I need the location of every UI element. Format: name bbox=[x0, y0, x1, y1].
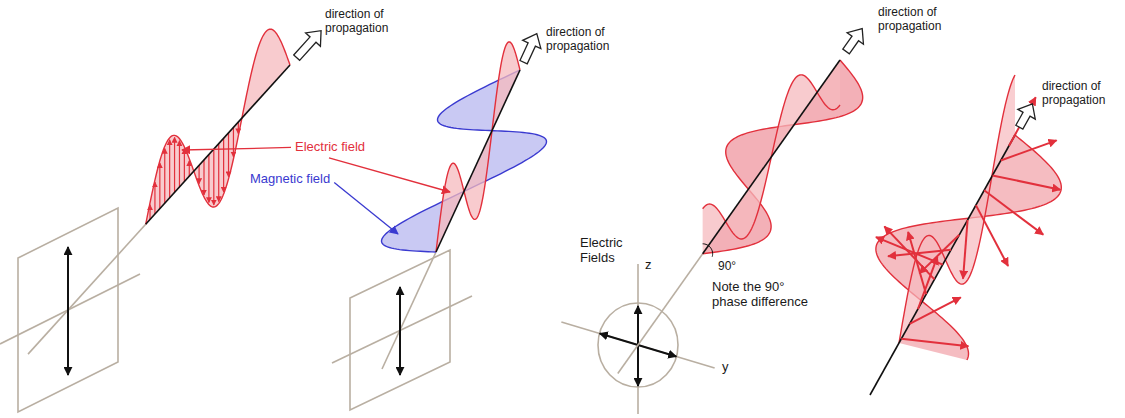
polarization-arrow bbox=[399, 287, 401, 375]
polarization-arrow bbox=[67, 247, 69, 375]
field-vector bbox=[228, 133, 229, 177]
field-vector bbox=[159, 163, 160, 209]
propagation-label: direction of propagation bbox=[1042, 80, 1122, 108]
frame-axis bbox=[332, 296, 472, 363]
propagation-label: direction of propagation bbox=[878, 6, 958, 34]
field-vector bbox=[213, 149, 214, 205]
electric-wave-fill bbox=[703, 60, 863, 254]
field-vector bbox=[910, 297, 961, 324]
propagation-arrow bbox=[838, 23, 870, 57]
electric-wave-fill bbox=[436, 42, 520, 252]
propagation-axis bbox=[436, 70, 520, 252]
propagation-axis bbox=[703, 60, 840, 254]
frame-axis bbox=[0, 274, 140, 344]
electric-field-label: Electric field bbox=[295, 140, 365, 155]
field-vector bbox=[976, 205, 1008, 266]
leader-arrow bbox=[329, 158, 450, 192]
propagation-label: direction of propagation bbox=[546, 26, 626, 54]
magnetic-wave bbox=[382, 70, 547, 252]
field-vector bbox=[984, 190, 1043, 234]
propagation-axis bbox=[618, 254, 703, 374]
field-vector bbox=[198, 165, 199, 183]
field-vector bbox=[208, 154, 209, 202]
field-vector bbox=[963, 220, 968, 279]
electric-wave bbox=[146, 29, 290, 224]
note-label: Note the 90° phase difference bbox=[712, 280, 820, 310]
field-vector bbox=[992, 175, 1060, 189]
magnetic-wave-fill bbox=[382, 70, 547, 252]
leader-arrow bbox=[182, 147, 291, 150]
field-vector bbox=[233, 127, 234, 157]
propagation-axis bbox=[382, 252, 436, 369]
field-vector bbox=[238, 122, 239, 134]
field-vector bbox=[203, 160, 204, 195]
field-vector bbox=[149, 205, 150, 220]
propagation-label: direction of propagation bbox=[325, 8, 405, 36]
polarization-frame bbox=[350, 250, 450, 410]
propagation-axis bbox=[870, 135, 1015, 395]
phase-angle: 90° bbox=[718, 260, 736, 274]
propagation-axis bbox=[146, 65, 290, 224]
leader-arrow bbox=[334, 182, 398, 234]
field-vector bbox=[169, 140, 170, 198]
field-vector bbox=[901, 339, 968, 346]
magnetic-field-label: Magnetic field bbox=[250, 172, 330, 187]
electric-wave-fill bbox=[703, 60, 840, 254]
propagation-axis bbox=[28, 224, 146, 354]
axis-label: y bbox=[722, 360, 729, 375]
field-vector bbox=[218, 144, 219, 202]
field-vector bbox=[908, 232, 926, 294]
field-vector bbox=[223, 138, 224, 192]
axes-label: Electric Fields bbox=[580, 236, 632, 266]
field-vector bbox=[184, 149, 185, 182]
phase-arc bbox=[703, 244, 713, 257]
propagation-arrow bbox=[1011, 99, 1042, 132]
propagation-arrow bbox=[515, 29, 546, 66]
electric-wave-fill bbox=[146, 29, 290, 224]
polarization-frame bbox=[18, 208, 118, 412]
field-vector bbox=[164, 148, 165, 203]
electric-wave bbox=[436, 42, 520, 252]
field-vector bbox=[174, 137, 175, 192]
field-vector bbox=[179, 141, 180, 187]
field-vector bbox=[919, 235, 959, 274]
field-vector bbox=[154, 182, 155, 214]
z-axis bbox=[637, 264, 639, 414]
propagation-arrow bbox=[289, 24, 328, 64]
electric-wave bbox=[703, 60, 863, 254]
electric-wave bbox=[899, 75, 1015, 343]
axis-label: z bbox=[645, 258, 652, 273]
field-vector bbox=[1001, 140, 1057, 160]
electric-wave-fill bbox=[899, 75, 1015, 343]
field-vector bbox=[189, 161, 190, 176]
